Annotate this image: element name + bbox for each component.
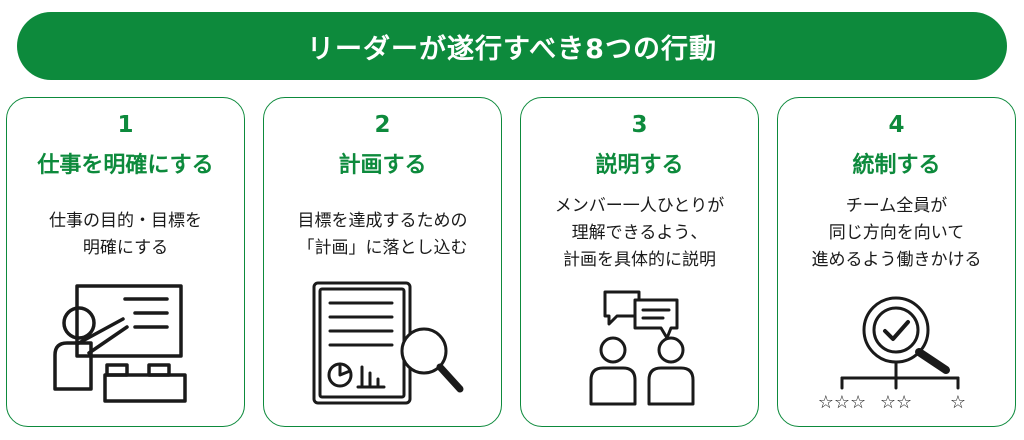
description-line: メンバー一人ひとりが	[554, 196, 725, 216]
card-description: 目標を達成するための 「計画」に落とし込む	[264, 208, 501, 262]
card-title: 仕事を明確にする	[37, 153, 214, 178]
description-line: 計画を具体的に説明	[563, 250, 716, 270]
description-line: 同じ方向を向いて	[828, 223, 965, 243]
card-number: 1	[117, 112, 134, 138]
card-number: 4	[888, 112, 905, 138]
teacher-whiteboard-icon	[53, 284, 187, 403]
card-description: 仕事の目的・目標を 明確にする	[7, 208, 244, 262]
action-card-2: 2 計画する 目標を達成するための 「計画」に落とし込む	[263, 97, 502, 427]
star-rating-one: ☆	[950, 392, 966, 413]
document-magnifier-icon	[312, 281, 464, 405]
card-title: 統制する	[852, 153, 941, 178]
star-rating-two: ☆☆	[880, 392, 912, 413]
header-banner: リーダーが遂行すべき8つの行動	[17, 12, 1007, 80]
star-rating-three: ☆☆☆	[818, 392, 866, 413]
card-number: 2	[374, 112, 391, 138]
description-line: 進めるよう働きかける	[811, 250, 982, 270]
description-line: 理解できるよう、	[571, 223, 708, 243]
description-line: 明確にする	[82, 238, 169, 258]
card-description: メンバー一人ひとりが 理解できるよう、 計画を具体的に説明	[521, 193, 758, 274]
description-line: 「計画」に落とし込む	[297, 238, 468, 258]
card-title: 説明する	[595, 153, 684, 178]
card-number: 3	[631, 112, 648, 138]
description-line: 目標を達成するための	[297, 211, 468, 231]
action-card-1: 1 仕事を明確にする 仕事の目的・目標を 明確にする	[6, 97, 245, 427]
action-card-4: 4 統制する チーム全員が 同じ方向を向いて 進めるよう働きかける ☆☆☆ ☆☆…	[777, 97, 1016, 427]
page-title: リーダーが遂行すべき8つの行動	[307, 33, 717, 65]
two-people-chat-icon	[589, 290, 695, 406]
action-card-3: 3 説明する メンバー一人ひとりが 理解できるよう、 計画を具体的に説明	[520, 97, 759, 427]
card-description: チーム全員が 同じ方向を向いて 進めるよう働きかける	[778, 193, 1015, 274]
card-title: 計画する	[338, 153, 427, 178]
magnifier-check-stars-icon: ☆☆☆ ☆☆ ☆	[818, 296, 966, 413]
description-line: チーム全員が	[845, 196, 948, 216]
description-line: 仕事の目的・目標を	[49, 211, 202, 231]
